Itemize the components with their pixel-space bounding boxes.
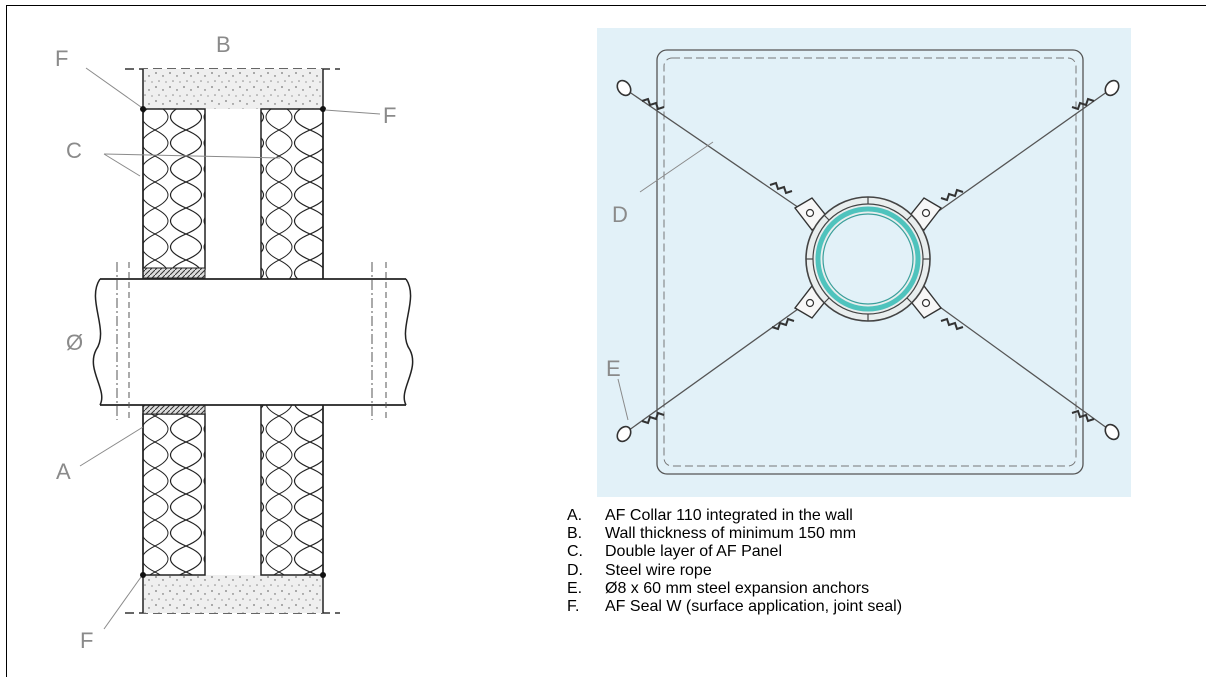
wall-section-view: F B F C Ø A F	[55, 32, 414, 653]
legend: A.AF Collar 110 integrated in the wall B…	[567, 507, 902, 616]
legend-item: B.Wall thickness of minimum 150 mm	[567, 525, 857, 543]
seal-point	[320, 106, 326, 112]
legend-item: F.AF Seal W (surface application, joint …	[567, 598, 903, 616]
label-f-top-left: F	[55, 46, 68, 71]
af-panel-left-upper	[142, 108, 206, 270]
af-panel-left-lower	[142, 413, 206, 576]
label-f-top-right: F	[383, 103, 396, 128]
steel-wire-ropes	[624, 88, 1112, 434]
plate-outer-edge	[656, 49, 1084, 475]
af-panel-right-lower	[260, 403, 324, 576]
concrete-wall-top	[143, 69, 323, 109]
label-d: D	[612, 202, 628, 227]
figure-frame	[6, 5, 1206, 677]
label-b: B	[216, 32, 231, 57]
concrete-wall-bottom	[143, 575, 323, 613]
af-panel-right-upper	[260, 108, 324, 282]
seal-point	[320, 572, 326, 578]
anchor-plate-view: D E	[597, 28, 1131, 497]
seal-point	[140, 106, 146, 112]
legend-item: C.Double layer of AF Panel	[567, 543, 782, 561]
pipe	[92, 262, 414, 420]
af-collar-upper	[142, 267, 206, 279]
label-a: A	[56, 459, 71, 484]
collar-ring	[815, 206, 921, 312]
seal-point	[140, 572, 146, 578]
plate-inner-edge	[663, 57, 1077, 467]
label-e: E	[606, 356, 621, 381]
legend-item: E.Ø8 x 60 mm steel expansion anchors	[567, 579, 870, 597]
legend-item: D.Steel wire rope	[567, 561, 712, 579]
label-f-bottom: F	[80, 628, 93, 653]
label-c: C	[66, 138, 82, 163]
expansion-anchors	[616, 79, 1120, 443]
legend-item: A.AF Collar 110 integrated in the wall	[567, 507, 853, 524]
af-collar-top-view	[805, 196, 931, 322]
leader-lines	[79, 67, 381, 630]
label-diameter: Ø	[66, 330, 83, 355]
